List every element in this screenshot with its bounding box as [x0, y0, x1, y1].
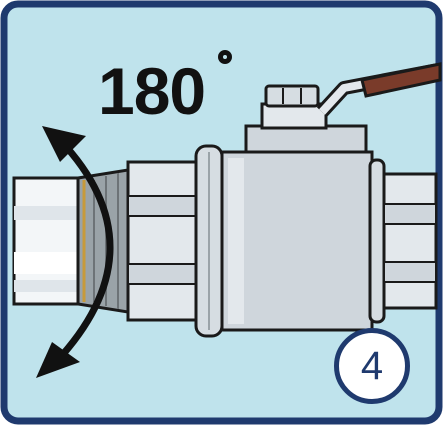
step-number-badge: 4	[334, 328, 410, 404]
step-number: 4	[360, 344, 384, 388]
rotation-angle-label: 180	[98, 54, 206, 128]
valve-stem	[244, 84, 368, 154]
pipe-right	[382, 172, 438, 310]
valve-handle	[316, 62, 442, 117]
valve-ring	[194, 144, 224, 338]
degree-symbol	[218, 50, 232, 64]
curved-double-arrow-icon	[36, 126, 114, 378]
ball-valve-icon	[220, 150, 374, 332]
valve-ring-right	[368, 158, 386, 324]
pipe-thread	[76, 168, 130, 314]
valve-hex-left	[126, 160, 198, 322]
